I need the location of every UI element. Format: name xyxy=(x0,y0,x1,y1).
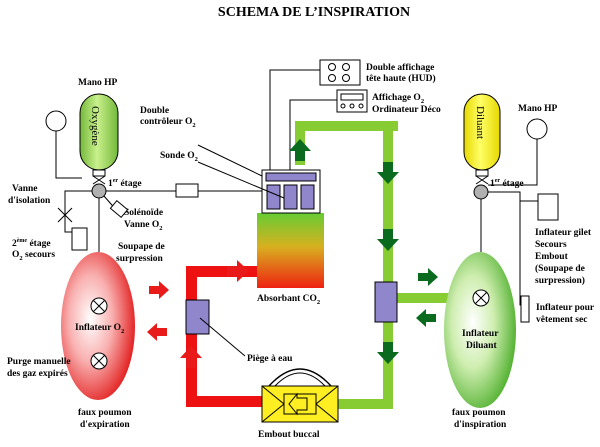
display-wire xyxy=(289,99,337,170)
isolation-valve-cross xyxy=(57,207,73,223)
display-label-line2: Ordinateur Déco xyxy=(372,105,441,115)
inhale-counterlung xyxy=(444,252,516,408)
hud-display xyxy=(319,59,361,86)
solenoid-valve xyxy=(175,183,199,198)
hud-wire xyxy=(269,69,320,170)
inhale-lung-label-line2: d'inspiration xyxy=(454,420,507,430)
red-arrow-left-lower xyxy=(147,323,167,341)
exhale-lung-label-line2: d'expiration xyxy=(80,420,130,430)
diluent-cylinder xyxy=(463,93,501,185)
water-trap-label: Piège à eau xyxy=(247,354,293,364)
green-arrow-right-lung xyxy=(418,268,438,286)
hud-label-line1: Double affichage xyxy=(366,63,434,73)
co2-absorbent-canister xyxy=(257,213,324,288)
manual-purge-label-line2: des gaz expirés xyxy=(7,369,68,379)
diluent-cylinder-label: Diluant xyxy=(474,106,486,139)
water-trap xyxy=(185,299,210,335)
sensor-label: Sonde O2 xyxy=(160,151,198,163)
solenoid-label-line1: Solénoïde xyxy=(124,208,163,218)
green-arrow-down-2 xyxy=(377,229,399,251)
hud-label-line2: tête haute (HUD) xyxy=(366,73,436,84)
bcd-inflator-label-line2: Secours xyxy=(535,240,567,250)
deco-display xyxy=(336,89,368,113)
o2-inflator-label: Inflateur O2 xyxy=(75,323,124,335)
o2-sensor-head xyxy=(261,169,321,214)
inhale-lung-label-line1: faux poumon xyxy=(452,408,506,418)
first-stage-right-label: 1er étage xyxy=(490,178,524,189)
mouthpiece-label: Embout buccal xyxy=(258,430,320,440)
exhale-loop-pipe xyxy=(186,266,262,407)
bcd-inflator-label-line5: surpression) xyxy=(535,275,585,286)
drysuit-inflator-label-line1: Inflateur pour xyxy=(536,303,595,313)
first-stage-left-label: 1er étage xyxy=(108,178,142,189)
mouthpiece-bite xyxy=(268,368,332,387)
first-stage-left xyxy=(91,183,107,199)
mouthpiece-flow-arrow xyxy=(288,392,308,416)
bcd-inflator-box xyxy=(537,193,559,221)
controller-label-line2: contrôleur O2 xyxy=(140,117,196,129)
mano-hp-left-label: Mano HP xyxy=(78,78,118,88)
oxygen-cylinder-label: Oxygène xyxy=(89,106,101,146)
green-arrow-down-3 xyxy=(377,342,399,364)
red-arrow-up-pipe xyxy=(180,346,202,368)
controller-leader xyxy=(197,144,263,177)
exhale-counterlung xyxy=(61,252,135,400)
bcd-inflator-label-line4: (Soupape de xyxy=(535,263,585,274)
second-stage-o2 xyxy=(71,227,88,251)
oxygen-cylinder xyxy=(79,93,119,185)
diagram-title: SCHEMA DE L’INSPIRATION xyxy=(218,5,410,20)
flow-arrows xyxy=(147,139,438,368)
green-arrow-up-canister xyxy=(289,139,311,161)
bcd-inflator-label-line3: Embout xyxy=(535,252,569,262)
exhale-lung-label-line1: faux poumon xyxy=(78,408,132,418)
green-arrow-down-1 xyxy=(377,162,399,184)
absorbent-label: Absorbant CO2 xyxy=(257,294,320,306)
controller-label-line1: Double xyxy=(140,106,169,116)
red-arrow-right-canister xyxy=(227,260,249,282)
diluent-inflator-label-line1: Inflateur xyxy=(462,329,499,339)
sensor-leader xyxy=(197,161,285,199)
inhale-port-body xyxy=(374,281,398,323)
solenoid-label-line2: Vanne O2 xyxy=(124,220,163,232)
mano-hp-left-gauge xyxy=(45,110,67,132)
second-stage-label-line1: 2ème étage xyxy=(12,238,51,249)
display-label-line1: Affichage O2 xyxy=(372,93,424,105)
mano-hp-right-gauge xyxy=(526,118,548,140)
isolation-valve-label-line1: Vanne xyxy=(12,184,38,194)
relief-valve-label-line1: Soupape de xyxy=(118,242,165,252)
relief-valve-label-line2: surpression xyxy=(116,254,164,264)
first-stage-right xyxy=(473,184,489,200)
manual-purge-label-line1: Purge manuelle xyxy=(7,357,71,367)
relief-valve xyxy=(109,199,129,219)
isolation-valve-label-line2: d'isolation xyxy=(8,196,51,206)
mano-hp-right-label: Mano HP xyxy=(518,104,558,114)
second-stage-label-line2: O2 secours xyxy=(12,250,55,262)
mouthpiece xyxy=(261,385,339,423)
drysuit-inflator-label-line2: vêtement sec xyxy=(536,315,587,325)
drysuit-inflator-box xyxy=(520,295,530,323)
green-arrow-left-lung xyxy=(416,309,436,327)
red-arrow-right-upper xyxy=(149,281,169,299)
bcd-inflator-label-line1: Inflateur gilet xyxy=(535,228,592,238)
diluent-inflator-label-line2: Diluant xyxy=(466,341,497,351)
